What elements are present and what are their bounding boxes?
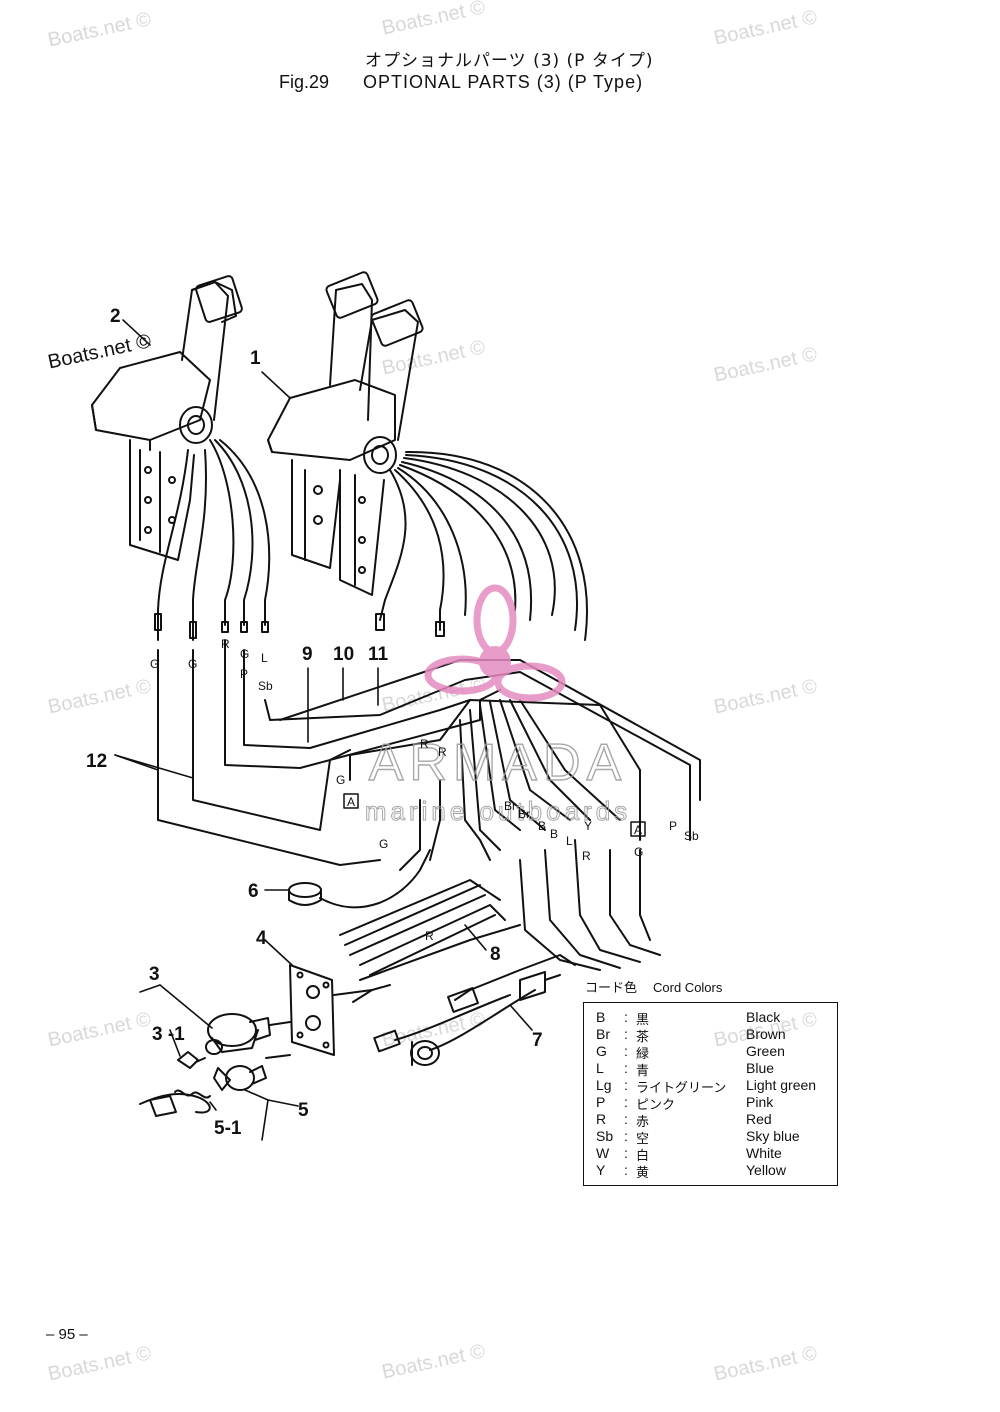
cord-code: L — [596, 1060, 604, 1076]
callout-5-1: 5-1 — [214, 1118, 242, 1139]
title-japanese: オプショナルパーツ (3) (P タイプ) — [365, 51, 654, 71]
callout-11: 11 — [368, 644, 389, 665]
wire-tag-r: R — [221, 637, 230, 651]
cord-code: Sb — [596, 1128, 614, 1144]
wire-tag-y: Y — [584, 819, 592, 833]
cord-code: W — [596, 1145, 610, 1161]
cord-color-en: White — [746, 1145, 782, 1161]
wire-tag-r: R — [582, 849, 591, 863]
cord-color-en: Pink — [746, 1094, 774, 1110]
wire-tag-b: B — [550, 827, 558, 841]
callout-numbers: 2 1 9 10 11 12 6 4 8 3 3 -1 7 5 5-1 — [86, 306, 543, 1139]
cord-color-jp: 青 — [636, 1064, 650, 1079]
callout-10: 10 — [333, 644, 354, 665]
cord-code: Br — [596, 1026, 610, 1042]
remote-control-1 — [267, 271, 424, 596]
callout-3-1: 3 -1 — [152, 1024, 185, 1045]
cord-color-jp: 赤 — [636, 1115, 650, 1130]
cord-code: R — [596, 1111, 607, 1127]
cord-color-jp: 空 — [636, 1132, 650, 1147]
cord-color-en: Black — [746, 1009, 781, 1025]
wire-tag-r: R — [420, 737, 429, 751]
callout-12: 12 — [86, 751, 107, 772]
wire-tag-br: Br — [518, 807, 530, 821]
cord-code: B — [596, 1009, 606, 1025]
wire-tag-sb: Sb — [684, 829, 699, 843]
page-number: – 95 – — [46, 1326, 88, 1343]
propeller-hub-icon — [479, 646, 511, 678]
callout-4: 4 — [256, 928, 267, 949]
wire-tag-r: R — [438, 745, 447, 759]
cord-color-en: Brown — [746, 1026, 786, 1042]
cord-colors-table: B: 黒 Black Br: 茶 Brown G: 緑 Green L: 青 B… — [583, 1002, 838, 1186]
propeller-icon — [424, 584, 566, 702]
wire-tag-b: B — [538, 819, 546, 833]
cord-color-jp: ピンク — [636, 1098, 676, 1113]
callout-3: 3 — [149, 964, 160, 985]
cord-color-jp: 黒 — [636, 1013, 650, 1028]
cord-color-en: Sky blue — [746, 1128, 800, 1144]
cord-colors-heading-jp: コード色 — [585, 980, 638, 995]
wire-tag-g: G — [240, 647, 249, 661]
cord-color-en: Red — [746, 1111, 772, 1127]
wire-tag-l: L — [566, 834, 573, 848]
armada-wordmark: ARMADA — [369, 734, 627, 792]
cord-color-jp: 白 — [636, 1149, 650, 1164]
armada-logo: ARMADA marine outboards — [364, 584, 631, 827]
cord-code: Lg — [596, 1077, 612, 1093]
figure-number: Fig.29 — [279, 72, 330, 92]
title-english: OPTIONAL PARTS (3) (P Type) — [363, 72, 644, 92]
cord-color-jp: ライトグリーン — [636, 1081, 727, 1096]
wire-tag-r: R — [425, 929, 434, 943]
callout-7: 7 — [532, 1030, 543, 1051]
wire-tag-g: G — [150, 657, 159, 671]
wire-tag-a: A — [634, 823, 642, 837]
callout-5: 5 — [298, 1100, 309, 1121]
cord-code: P — [596, 1094, 606, 1110]
wire-tags: G G R G P L Sb G A G R R R Br Br B B L R… — [150, 637, 699, 943]
cord-color-jp: 黄 — [636, 1166, 650, 1181]
wire-tag-sb: Sb — [258, 679, 273, 693]
wire-tag-g: G — [379, 837, 388, 851]
wire-tag-a: A — [347, 795, 355, 809]
callout-8: 8 — [490, 944, 501, 965]
callout-9: 9 — [302, 644, 313, 665]
wire-tag-l: L — [261, 651, 268, 665]
callout-1: 1 — [250, 348, 261, 369]
cord-code: G — [596, 1043, 607, 1059]
wire-tag-p: P — [240, 667, 248, 681]
cord-color-en: Yellow — [746, 1162, 786, 1178]
callout-2: 2 — [110, 306, 121, 327]
cord-color-jp: 緑 — [636, 1047, 650, 1062]
wire-tag-br: Br — [504, 799, 516, 813]
cord-color-en: Blue — [746, 1060, 775, 1076]
callout-6: 6 — [248, 881, 259, 902]
wire-tag-g: G — [634, 845, 643, 859]
wire-tag-g: G — [188, 657, 197, 671]
wire-tag-p: P — [669, 819, 677, 833]
cord-code: Y — [596, 1162, 606, 1178]
cord-colors-heading: コード色 Cord Colors — [585, 977, 722, 996]
cord-color-en: Green — [746, 1043, 785, 1059]
cord-color-en: Light green — [746, 1077, 817, 1093]
wire-tag-g: G — [336, 773, 345, 787]
cord-color-jp: 茶 — [636, 1030, 650, 1045]
cord-colors-heading-en: Cord Colors — [653, 980, 723, 995]
armada-subtitle: marine outboards — [365, 796, 631, 826]
